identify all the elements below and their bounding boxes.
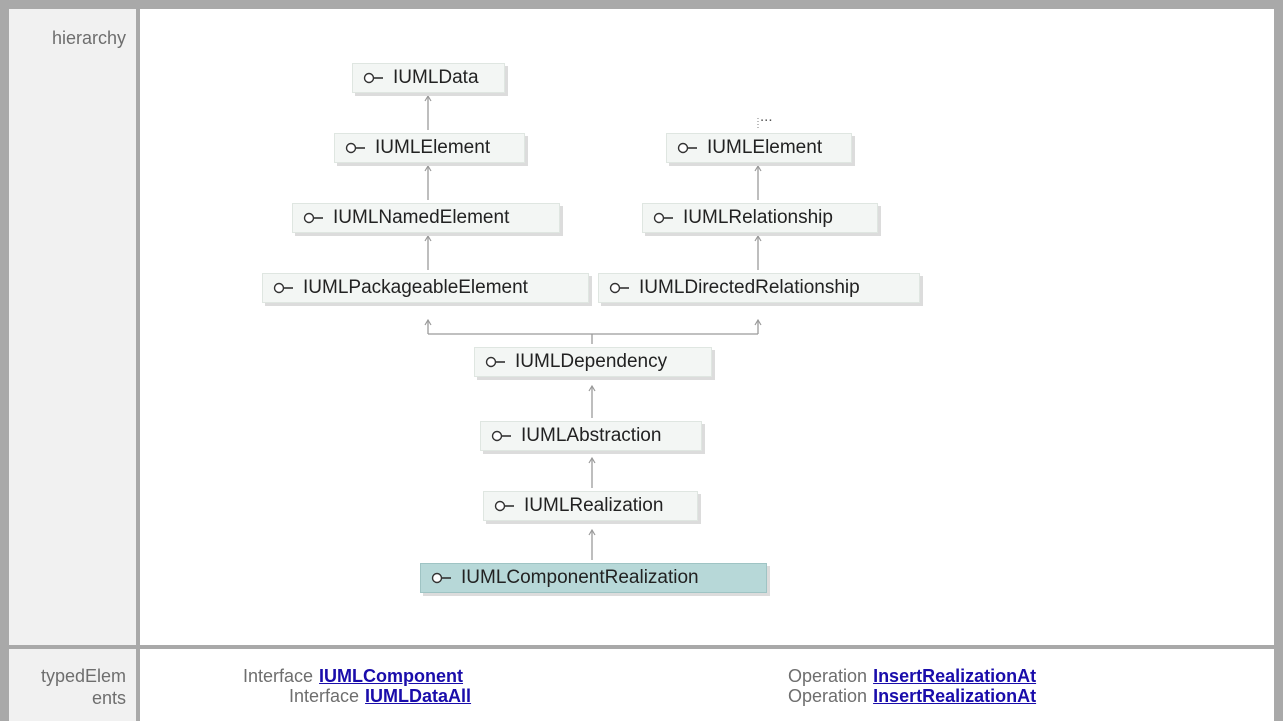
- typed-element-kind: Interface: [289, 686, 360, 706]
- more-ancestors-ellipsis[interactable]: ...: [760, 108, 773, 125]
- typed-elements-label-line1: typedElem: [40, 666, 126, 686]
- interface-node-label: IUMLComponentRealization: [461, 567, 699, 588]
- hierarchy-row-label-cell: hierarchy: [9, 9, 136, 645]
- hierarchy-row-label: hierarchy: [51, 28, 126, 48]
- interface-lollipop-icon: [491, 430, 511, 442]
- interface-node-label: IUMLRealization: [524, 495, 664, 516]
- typed-element-kind: Operation: [788, 686, 868, 706]
- typed-element-link[interactable]: IUMLComponent: [319, 666, 464, 686]
- interface-node-label: IUMLDirectedRelationship: [639, 277, 860, 298]
- interface-node-iumlnamedelement[interactable]: IUMLNamedElement: [292, 203, 560, 233]
- interface-node-iumlelement[interactable]: IUMLElement: [334, 133, 525, 163]
- interface-node-iumldirectedrelationship[interactable]: IUMLDirectedRelationship: [598, 273, 920, 303]
- interface-lollipop-icon: [273, 282, 293, 294]
- typed-element-link[interactable]: InsertRealizationAt: [873, 666, 1037, 686]
- interface-node-label: IUMLElement: [375, 137, 491, 158]
- typed-element-kind: Operation: [788, 666, 868, 686]
- interface-lollipop-icon: [677, 142, 697, 154]
- interface-node-label: IUMLDependency: [515, 351, 668, 372]
- interface-node-label: IUMLData: [393, 67, 479, 88]
- typed-elements-cell: [140, 649, 1274, 721]
- typed-elements-row-label-cell: typedElem ents: [9, 649, 136, 721]
- interface-lollipop-icon: [303, 212, 323, 224]
- table-border-top: [0, 0, 1283, 9]
- typed-element-kind: Interface: [243, 666, 314, 686]
- hierarchy-diagram-cell: [140, 9, 1274, 645]
- interface-node-label: IUMLRelationship: [683, 207, 833, 228]
- table-border-left: [0, 0, 9, 721]
- table-border-right: [1274, 0, 1283, 721]
- interface-lollipop-icon: [494, 500, 514, 512]
- interface-node-label: IUMLPackageableElement: [303, 277, 528, 298]
- interface-node-iumldependency[interactable]: IUMLDependency: [474, 347, 712, 377]
- interface-lollipop-icon: [609, 282, 629, 294]
- interface-node-label: IUMLElement: [707, 137, 823, 158]
- interface-node-iumlcomponentrealization[interactable]: IUMLComponentRealization: [420, 563, 767, 593]
- table-row-divider: [0, 645, 1283, 649]
- interface-node-iumlelement[interactable]: IUMLElement: [666, 133, 852, 163]
- interface-node-iumldata[interactable]: IUMLData: [352, 63, 505, 93]
- interface-lollipop-icon: [485, 356, 505, 368]
- interface-node-iumlrealization[interactable]: IUMLRealization: [483, 491, 698, 521]
- interface-lollipop-icon: [345, 142, 365, 154]
- interface-node-label: IUMLNamedElement: [333, 207, 510, 228]
- interface-node-iumlrelationship[interactable]: IUMLRelationship: [642, 203, 878, 233]
- typed-elements-label-line2: ents: [91, 688, 126, 708]
- table-column-divider: [136, 0, 140, 721]
- interface-node-label: IUMLAbstraction: [521, 425, 662, 446]
- typed-element-link[interactable]: IUMLDataAll: [365, 686, 472, 706]
- interface-lollipop-icon: [653, 212, 673, 224]
- interface-lollipop-icon: [431, 572, 451, 584]
- interface-node-iumlabstraction[interactable]: IUMLAbstraction: [480, 421, 702, 451]
- interface-lollipop-icon: [363, 72, 383, 84]
- typed-element-link[interactable]: InsertRealizationAt: [873, 686, 1037, 706]
- interface-node-iumlpackageableelement[interactable]: IUMLPackageableElement: [262, 273, 589, 303]
